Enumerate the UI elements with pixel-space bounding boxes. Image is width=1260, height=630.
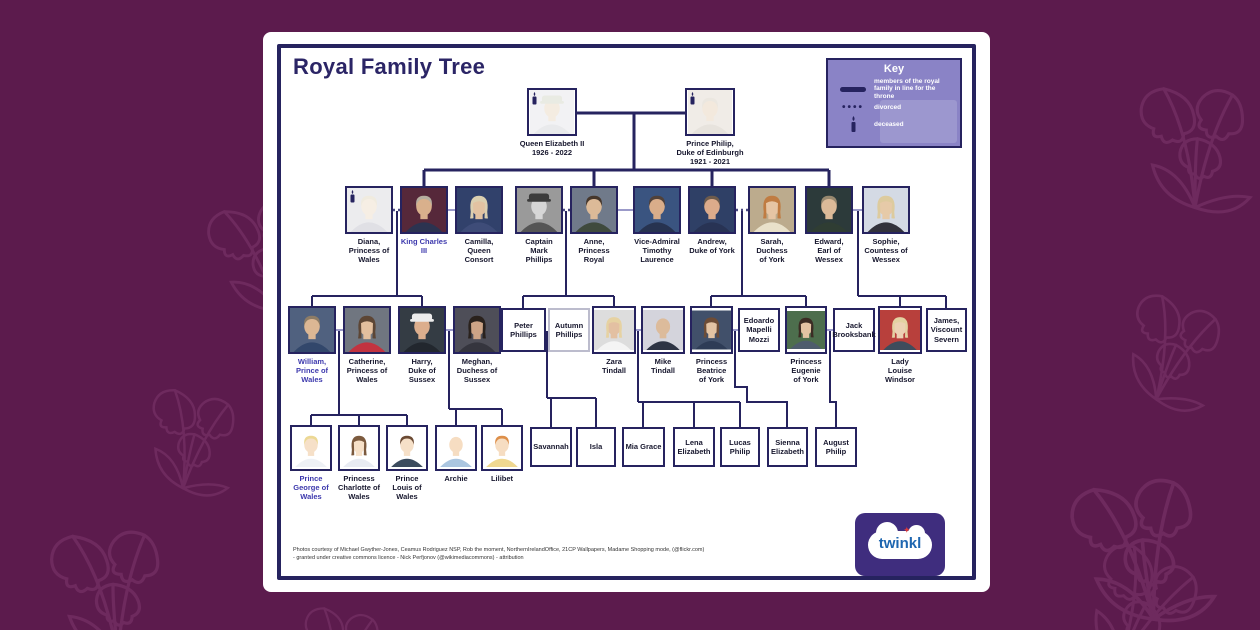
person-label-lilibet: Lilibet bbox=[490, 474, 514, 483]
person-label-diana: Diana, Princess of Wales bbox=[348, 237, 390, 264]
person-label-mark: Captain Mark Phillips bbox=[525, 237, 553, 264]
legend-item-divorced: •••• divorced bbox=[828, 101, 960, 114]
person-label-anne: Anne, Princess Royal bbox=[578, 237, 610, 264]
candle-icon bbox=[531, 92, 538, 105]
person-label-edward: Edward, Earl of Wessex bbox=[814, 237, 844, 264]
person-photo-philip bbox=[685, 88, 735, 136]
credit-line: - granted under creative commons licence… bbox=[293, 555, 524, 562]
star-icon: ✦ bbox=[903, 524, 911, 535]
person-label-louise: Lady Louise Windsor bbox=[885, 357, 915, 384]
person-label-andrew: Andrew, Duke of York bbox=[689, 237, 735, 255]
person-label-queen: Queen Elizabeth II 1926 - 2022 bbox=[519, 139, 585, 157]
solid-line-icon bbox=[838, 86, 868, 92]
person-label-charlotte: Princess Charlotte of Wales bbox=[337, 474, 381, 501]
page-title: Royal Family Tree bbox=[293, 54, 486, 79]
person-photo-edward bbox=[805, 186, 853, 234]
person-label-mike: Mike Tindall bbox=[650, 357, 676, 375]
legend-label: members of the royal family in line for … bbox=[874, 78, 940, 100]
person-label-charles: King Charles III bbox=[400, 237, 448, 255]
legend-label: divorced bbox=[874, 104, 902, 112]
person-box-lucas: Lucas Philip bbox=[720, 427, 760, 467]
person-label-william: William, Prince of Wales bbox=[295, 357, 329, 384]
person-photo-eugenie bbox=[785, 306, 827, 354]
person-label-louis: Prince Louis of Wales bbox=[392, 474, 422, 501]
person-label-philip: Prince Philip, Duke of Edinburgh 1921 - … bbox=[676, 139, 744, 166]
person-label-camilla: Camilla, Queen Consort bbox=[464, 237, 494, 264]
person-illustration-george bbox=[290, 425, 332, 471]
candle-icon bbox=[689, 92, 696, 105]
person-illustration-charlotte bbox=[338, 425, 380, 471]
person-photo-mark bbox=[515, 186, 563, 234]
person-box-james: James, Viscount Severn bbox=[926, 308, 967, 352]
person-label-eugenie: Princess Eugenie of York bbox=[790, 357, 822, 384]
person-label-archie: Archie bbox=[444, 474, 468, 483]
person-label-harry: Harry, Duke of Sussex bbox=[408, 357, 436, 384]
person-photo-andrew bbox=[688, 186, 736, 234]
person-label-timothy: Vice-Admiral Timothy Laurence bbox=[634, 237, 680, 264]
person-photo-harry bbox=[398, 306, 446, 354]
legend-title: Key bbox=[883, 63, 905, 75]
legend-item-in-line: members of the royal family in line for … bbox=[828, 75, 960, 101]
person-photo-timothy bbox=[633, 186, 681, 234]
person-box-savannah: Savannah bbox=[530, 427, 572, 467]
person-label-zara: Zara Tindall bbox=[601, 357, 627, 375]
person-photo-queen bbox=[527, 88, 577, 136]
person-label-beatrice: Princess Beatrice of York bbox=[695, 357, 728, 384]
person-box-isla: Isla bbox=[576, 427, 616, 467]
person-box-lena: Lena Elizabeth bbox=[673, 427, 715, 467]
person-label-catherine: Catherine, Princess of Wales bbox=[346, 357, 388, 384]
person-label-george: Prince George of Wales bbox=[293, 474, 329, 501]
poster-border bbox=[277, 44, 976, 580]
person-photo-sarah bbox=[748, 186, 796, 234]
person-photo-louise bbox=[878, 306, 922, 354]
person-illustration-louis bbox=[386, 425, 428, 471]
person-label-sophie: Sophie, Countess of Wessex bbox=[864, 237, 908, 264]
person-photo-zara bbox=[592, 306, 636, 354]
legend-label: deceased bbox=[874, 120, 904, 128]
candle-icon bbox=[838, 115, 868, 133]
photo-credits: Photos courtesy of Michael Gwyther-Jones… bbox=[293, 546, 933, 563]
person-photo-catherine bbox=[343, 306, 391, 354]
person-photo-meghan bbox=[453, 306, 501, 354]
person-photo-charles bbox=[400, 186, 448, 234]
person-box-mia: Mia Grace bbox=[622, 427, 665, 467]
person-box-sienna: Sienna Elizabeth bbox=[767, 427, 808, 467]
credit-line: Photos courtesy of Michael Gwyther-Jones… bbox=[293, 547, 705, 553]
person-box-peter: Peter Phillips bbox=[501, 308, 546, 352]
logo-text: twinkl bbox=[878, 534, 922, 552]
person-photo-beatrice bbox=[690, 306, 733, 354]
candle-icon bbox=[349, 190, 356, 203]
person-photo-diana bbox=[345, 186, 393, 234]
person-photo-sophie bbox=[862, 186, 910, 234]
person-box-jack: Jack Brooksbank bbox=[832, 308, 876, 352]
twinkl-logo: ✦ twinkl bbox=[855, 513, 945, 576]
person-label-sarah: Sarah, Duchess of York bbox=[756, 237, 788, 264]
person-label-meghan: Meghan, Duchess of Sussex bbox=[456, 357, 498, 384]
person-box-autumn: Autumn Phillips bbox=[548, 308, 590, 352]
dotted-line-icon: •••• bbox=[841, 102, 864, 114]
person-illustration-lilibet bbox=[481, 425, 523, 471]
person-box-edoardo: Edoardo Mapelli Mozzi bbox=[738, 308, 780, 352]
person-photo-anne bbox=[570, 186, 618, 234]
legend: Key members of the royal family in line … bbox=[826, 58, 962, 148]
person-illustration-archie bbox=[435, 425, 477, 471]
person-photo-camilla bbox=[455, 186, 503, 234]
legend-item-deceased: deceased bbox=[828, 113, 960, 134]
person-box-august: August Philip bbox=[815, 427, 857, 467]
cloud-icon: ✦ twinkl bbox=[868, 521, 932, 559]
person-photo-mike bbox=[641, 306, 685, 354]
person-photo-william bbox=[288, 306, 336, 354]
